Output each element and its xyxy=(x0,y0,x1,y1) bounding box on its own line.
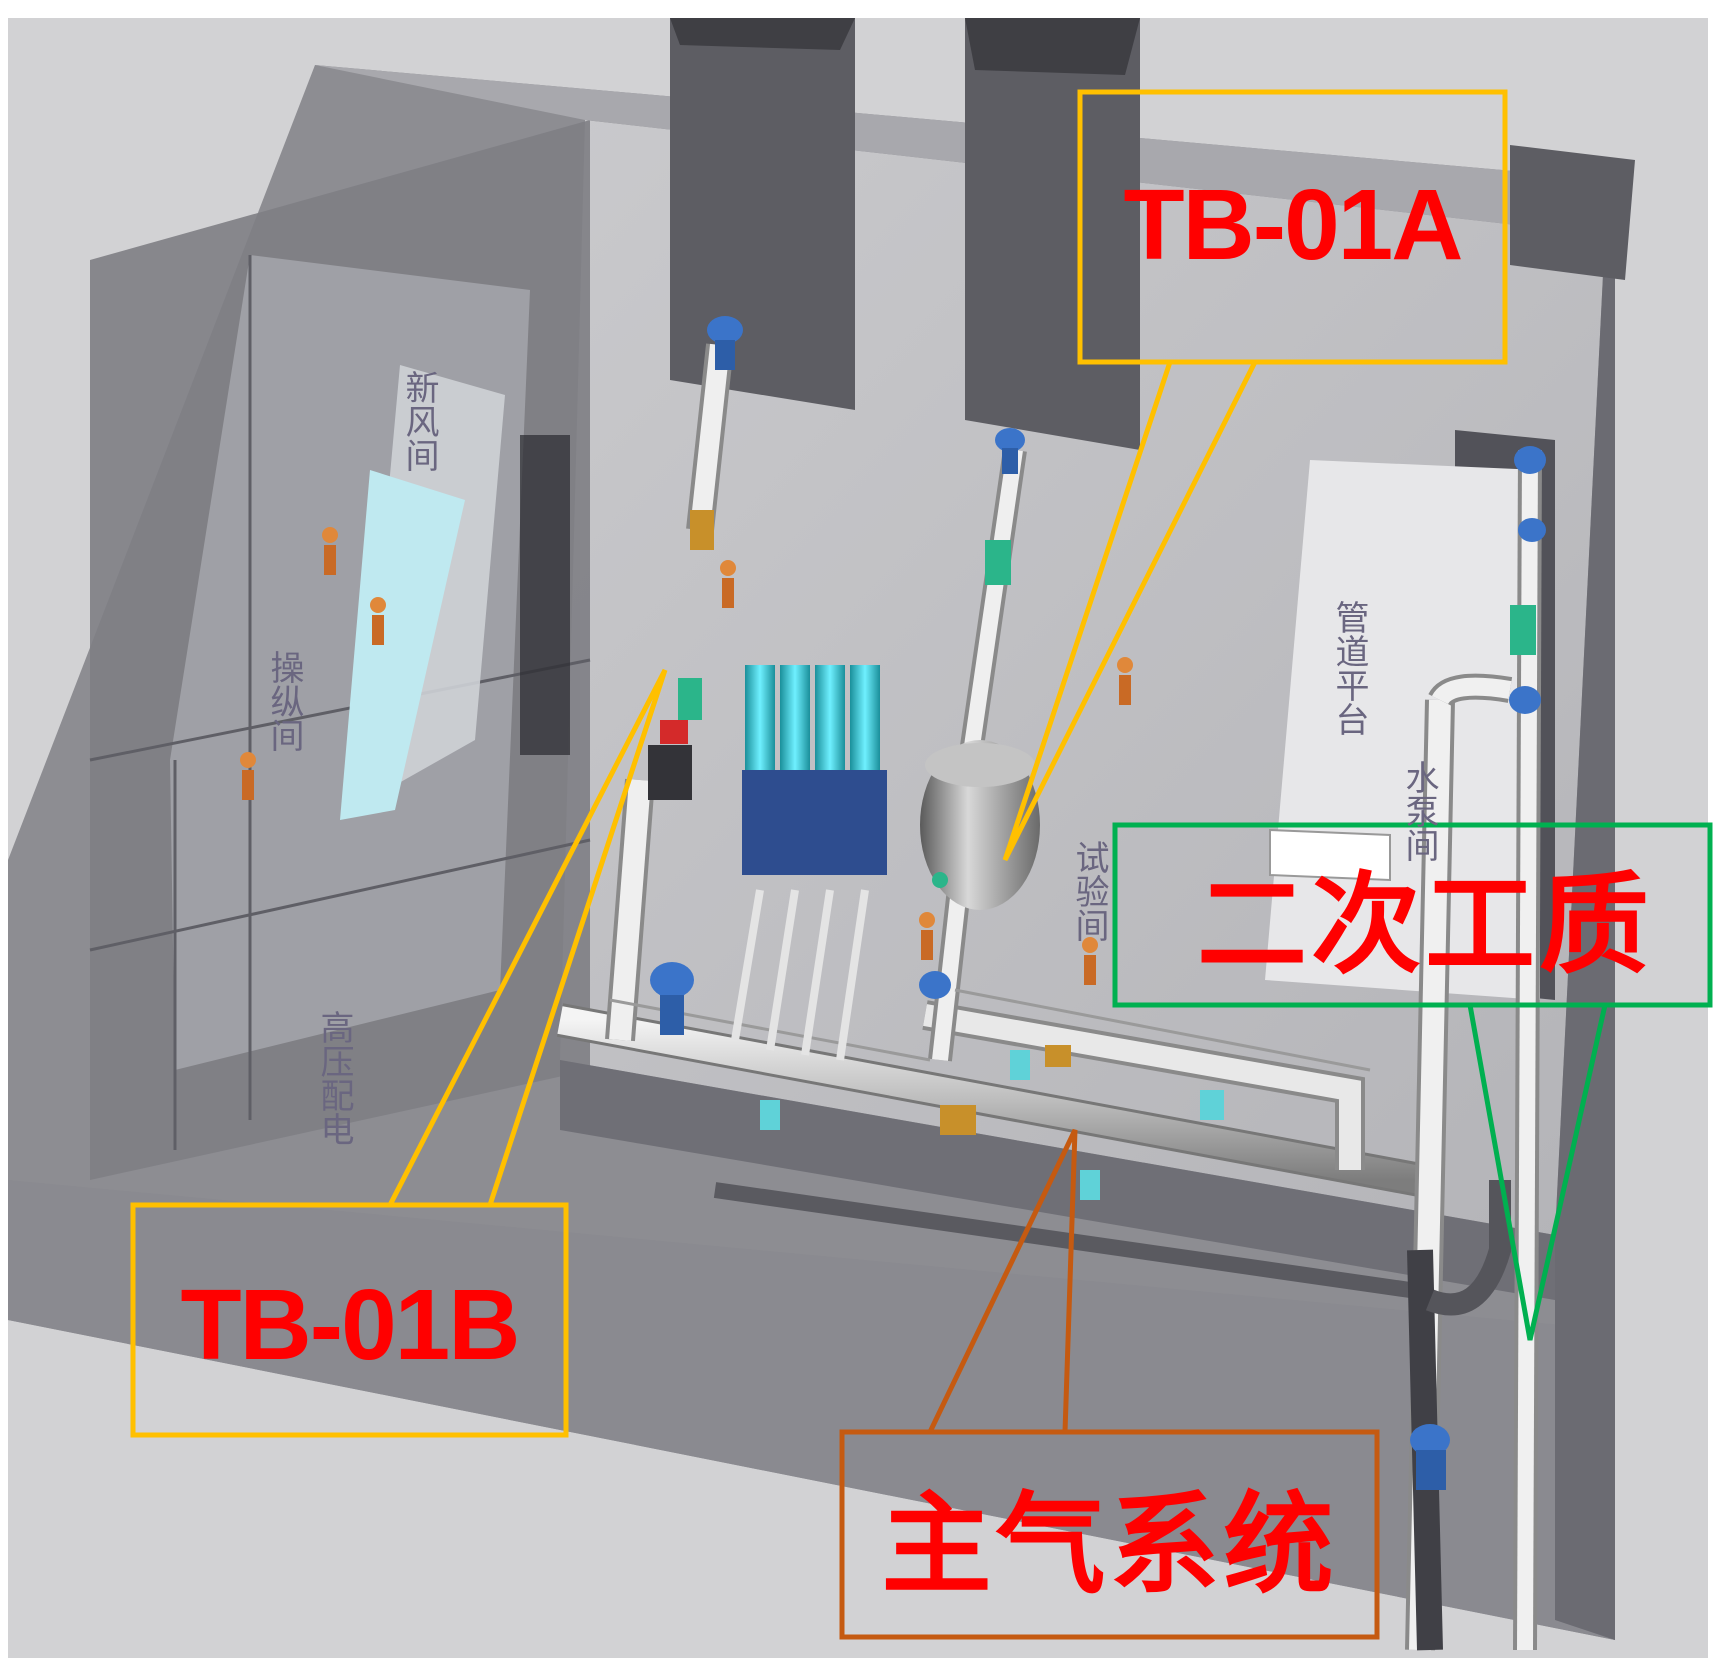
callout-box-secondary xyxy=(1112,822,1713,1008)
callout-box-tb01b xyxy=(130,1202,569,1438)
worker-figure-icon xyxy=(1082,937,1098,985)
callout-pointers xyxy=(387,360,1608,1434)
equipment-boxes xyxy=(760,1050,1224,1200)
room-label-water-room: 水泵间 xyxy=(1399,760,1439,862)
room-label-hv-room: 高压配电 xyxy=(314,1010,354,1146)
callout-tb01a-label: TB-01A xyxy=(1123,168,1463,281)
cylinder-tank-icon xyxy=(847,665,887,875)
cylinder-tank-icon xyxy=(742,665,782,875)
valve-icon xyxy=(919,971,951,999)
cylinder-tank-icon xyxy=(812,665,852,875)
worker-figures xyxy=(240,527,1133,985)
room-label-new-room: 新风间 xyxy=(399,370,439,472)
room-label-pipe-platform: 管道平台 xyxy=(1329,600,1369,736)
valves xyxy=(648,316,1546,1490)
callout-boxes xyxy=(130,89,1713,1640)
room-label-control-room: 操纵间 xyxy=(264,650,304,752)
main-steam-pipe xyxy=(556,343,1542,1651)
valve-icon xyxy=(1410,1424,1450,1490)
worker-figure-icon xyxy=(720,560,736,608)
worker-figure-icon xyxy=(919,912,935,960)
valve-icon xyxy=(707,316,743,370)
worker-figure-icon xyxy=(322,527,338,575)
worker-figure-icon xyxy=(370,597,386,645)
worker-figure-icon xyxy=(240,752,256,800)
callout-main-steam-label: 主气系统 xyxy=(881,1484,1338,1607)
control-panels xyxy=(340,365,570,820)
valve-icon xyxy=(995,428,1025,474)
pipe-platform-area xyxy=(1265,460,1540,1000)
cylinder-tank-array xyxy=(731,665,887,1061)
callout-box-tb01a xyxy=(1077,89,1508,365)
callout-secondary-label: 二次工质 xyxy=(1197,864,1653,987)
callout-box-main-steam xyxy=(839,1429,1380,1640)
valve-icon xyxy=(1509,446,1546,714)
worker-figure-icon xyxy=(1117,657,1133,705)
drum-tank xyxy=(920,740,1040,910)
valve-icon xyxy=(650,962,694,1035)
cylinder-tank-icon xyxy=(777,665,817,875)
callout-tb01b-label: TB-01B xyxy=(180,1268,520,1381)
room-label-test-room: 试验间 xyxy=(1069,840,1109,942)
